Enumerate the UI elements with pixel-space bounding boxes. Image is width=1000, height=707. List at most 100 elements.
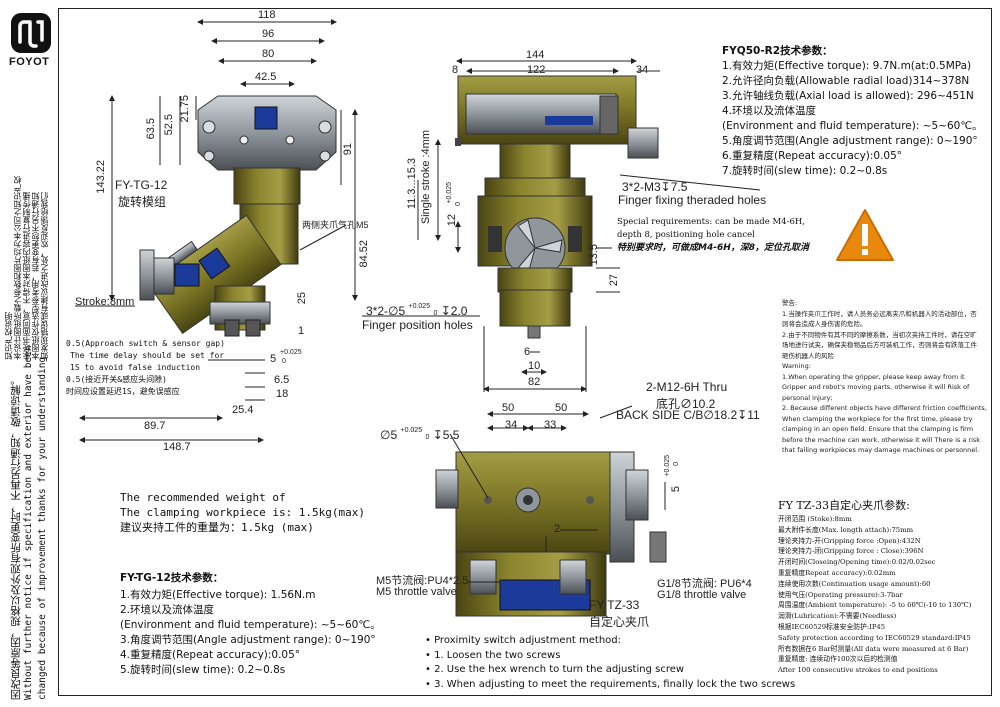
dim-single-stroke: Single stroke :4mm <box>420 130 432 225</box>
tg-spec-line-2: (Environment and fluid temperature): ~5~… <box>120 619 381 631</box>
warning-title: 警告: <box>782 299 798 307</box>
dim-33: 33 <box>544 419 557 431</box>
thru-spec: 2-M12-6H Thru <box>646 380 728 394</box>
dim-8: 8 <box>452 64 459 76</box>
approach-note-2: 1S to avoid false induction <box>70 363 201 372</box>
tg-spec-title: FY-TG-12技术参数： <box>120 572 224 584</box>
fyq-spec-line-5: 5.角度调节范围(Angle adjustment range): 0~190° <box>722 135 978 147</box>
dim-18: 18 <box>276 388 289 400</box>
dim-34-top: 34 <box>636 64 649 76</box>
g18-valve-en: G1/8 throttle valve <box>657 589 747 601</box>
finger-hole-dia: 3*2-∅5 <box>366 304 406 318</box>
left-hole-tol-upper: +0.025 <box>400 427 423 434</box>
g18-valve-cn: G1/8节流阀: PU6*4 <box>657 578 752 590</box>
dim-5: 5 <box>270 353 277 365</box>
dim-52-5: 52.5 <box>163 114 175 136</box>
proximity-step-2-text: 3. When adjusting to meet the requiremen… <box>434 678 796 690</box>
proximity-step-0-text: 1. Loosen the two screws <box>434 649 561 661</box>
tz-spec-line-6: 连续使用次数(Continuation usage amount):60 <box>778 579 931 588</box>
warning-en-4: When clamping the workpiece for the firs… <box>782 414 973 423</box>
tg-label-cn: 旋转模组 <box>118 195 167 209</box>
tz-spec-line-7: 使用气压(Operating pressure):3-7bar <box>778 590 903 599</box>
warning-en-title: Warning: <box>782 362 811 370</box>
dim-50-left: 50 <box>502 402 515 414</box>
warning-en-0: 1.When operating the gripper, please kee… <box>782 372 965 381</box>
dim-12: 12 <box>446 214 458 227</box>
warning-block: 警告: 1.当操作夹爪工作时，请人员务必远离夹爪和机器人的活动部位，否 则将会造… <box>782 298 987 456</box>
approach-note-3: 0.5(接近开关&感应头间隙) <box>66 375 167 384</box>
tz-spec-line-1: 最大附件长度(Max. length attach):75mm <box>778 525 914 534</box>
foyot-logo <box>10 12 52 54</box>
approach-note-0: 0.5(Approach switch & sensor gap) <box>66 339 225 348</box>
dim-2: 2 <box>554 523 561 535</box>
approach-note-4: 时间应设置延迟1S，避免误感应 <box>66 387 180 396</box>
tg-air-hole: 两侧夹爪气孔M5 <box>302 220 369 230</box>
tz-spec-line-9: 润滑(Lubrication):不需要(Needless) <box>778 612 897 621</box>
tg-spec-block: FY-TG-12技术参数： 1.有效力矩(Effective torque): … <box>120 571 381 678</box>
back-side-spec: BACK SIDE C/B∅18.2↧11 <box>616 408 760 422</box>
tg-spec-line-3: 3.角度调节范围(Angle adjustment range): 0~190° <box>120 634 376 646</box>
dim-5-tol-upper: +0.025 <box>280 349 302 356</box>
proximity-block: • Proximity switch adjustment method: • … <box>425 634 795 692</box>
tz-label-cn: 自定心夹爪 <box>589 615 650 629</box>
tz-spec-line-5: 重复精度Repeat accuracy):0.02mm <box>778 568 896 577</box>
brand-name: FOYOT <box>9 56 50 68</box>
finger-hole-label: Finger position holes <box>362 318 473 332</box>
fyq-spec-block: FYQ50-R2技术参数： 1.有效力矩(Effective torque): … <box>722 44 983 179</box>
dim-34-bottom: 34 <box>505 419 518 431</box>
dim-144: 144 <box>526 49 545 61</box>
dim-stroke-range: 11.3...15.3 <box>406 158 418 210</box>
tz-spec-line-11: Safety protection according to IEC60529 … <box>778 633 971 642</box>
dim-13-5: 13.5 <box>588 244 600 266</box>
warning-cn-2: 2.由于不同物件有其不同的摩擦系数，当初次夹持工件时，请在空旷 <box>782 330 977 339</box>
right-5-tol-upper: +0.025 <box>664 455 671 477</box>
left-hole-dia: ∅5 <box>380 428 398 442</box>
dim-148-7: 148.7 <box>163 441 191 453</box>
finger-hole-depth: ↧2.0 <box>440 304 468 318</box>
tz-top-assembly <box>362 58 761 392</box>
tz-spec-line-8: 周围温度(Ambient temperature): -5 to 60℃(-10… <box>778 601 972 610</box>
warning-en-7: that falling workpieces may damage machi… <box>782 446 980 454</box>
left-hole-tol-lower: 0 <box>425 434 430 441</box>
fyq-spec-line-3: 4.环境以及流体温度 <box>722 105 817 117</box>
approach-note-1: The time delay should be set for <box>70 351 225 360</box>
dim-50-right: 50 <box>555 402 568 414</box>
tg-spec-line-1: 2.环境以及流体温度 <box>120 604 215 616</box>
proximity-step-1: • 2. Use the hex wrench to turn the adju… <box>425 664 685 675</box>
fyq-spec-line-2: 3.允许轴线负载(Axial load is allowed): 296~451… <box>722 90 974 102</box>
tz-spec-line-0: 开闭范围 (Stoke):8mm <box>778 515 852 523</box>
drawing-frame <box>58 8 992 696</box>
tz-spec-title: FY TZ-33自定心夹爪参数: <box>778 499 910 512</box>
special-req-en-1: depth 8, positioning hole cancel <box>617 230 755 240</box>
dim-122: 122 <box>527 64 546 76</box>
warning-en-2: personal injury; <box>782 393 833 402</box>
fyq-spec-line-7: 7.旋转时间(slew time): 0.2~0.8s <box>722 165 888 177</box>
dim-27: 27 <box>608 274 620 287</box>
dim-right-5: 5 <box>670 486 682 493</box>
finger-hole-tol-lower: 0 <box>433 310 438 317</box>
dim-91: 91 <box>342 143 354 156</box>
m5-valve-cn: M5节流阀:PU4*2.5 <box>376 575 469 587</box>
counterbore-cn: 底孔∅10.2 <box>656 397 716 411</box>
dim-6: 6 <box>524 346 531 358</box>
tg-spec-line-5: 5.旋转时间(slew time): 0.2~0.8s <box>120 664 286 676</box>
left-hole-dim: ∅5 +0.025 0 ↧5.5 <box>380 427 459 442</box>
dim-63-5: 63.5 <box>145 118 157 140</box>
tg-label-en: FY-TG-12 <box>115 178 168 192</box>
tz-label-en: FY TZ-33 <box>589 598 640 612</box>
tz-spec-line-14: After 100 consecutive strokes to end pos… <box>778 666 938 675</box>
proximity-step-2: • 3. When adjusting to meet the requirem… <box>425 678 796 690</box>
weight-en-1: The recommended weight of <box>120 491 286 504</box>
fyq-spec-line-4: (Environment and fluid temperature): ~5~… <box>722 120 983 132</box>
proximity-title: • Proximity switch adjustment method: <box>425 635 622 646</box>
fyq-spec-title: FYQ50-R2技术参数： <box>722 45 833 57</box>
dim-25: 25 <box>296 292 308 305</box>
fyq-spec-line-6: 6.重复精度(Repeat accuracy):0.05° <box>722 150 903 162</box>
dim-96: 96 <box>262 28 275 40</box>
proximity-step-0: • 1. Loosen the two screws <box>425 649 561 661</box>
approach-note: 0.5(Approach switch & sensor gap) The ti… <box>66 338 225 398</box>
special-req-cn: 特别要求时，可做成M4-6H，深8，定位孔取消 <box>617 243 810 253</box>
special-req: Special requirements: can be made M4-6H,… <box>617 216 805 242</box>
thread-label: Finger fixing theraded holes <box>618 193 767 207</box>
warning-cn-3: 场地进行试夹，确保夹稳物品后方可装机工作，否则将会有跌落工件 <box>782 341 977 349</box>
